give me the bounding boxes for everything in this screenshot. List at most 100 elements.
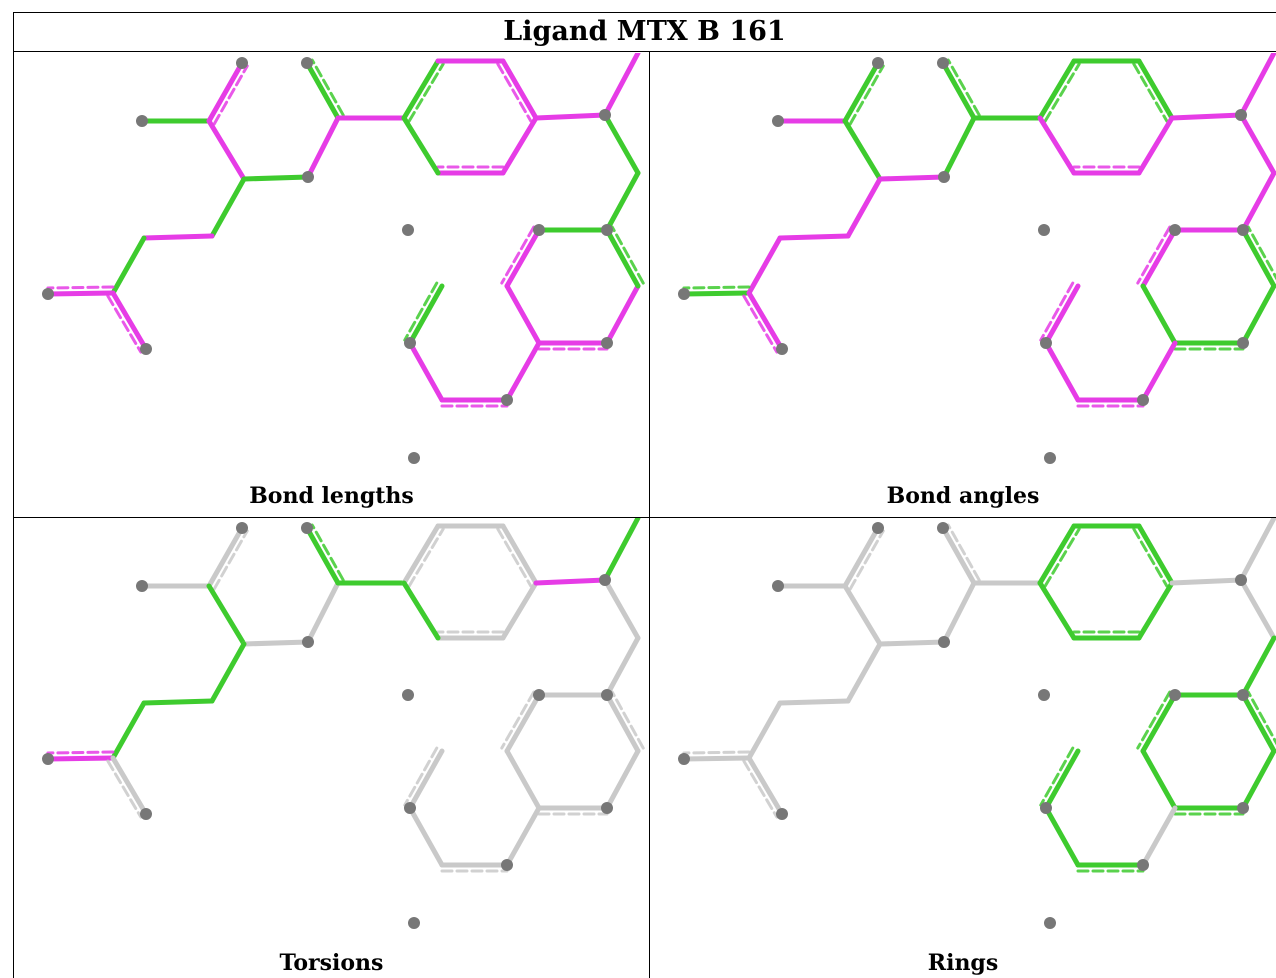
bond-C5-Od bbox=[742, 755, 785, 819]
atom-Ob bbox=[872, 57, 884, 69]
atom-Oa bbox=[136, 115, 148, 127]
atom-Od bbox=[776, 343, 788, 355]
atom-Oa bbox=[772, 580, 784, 592]
bond-Q8-Q9 bbox=[439, 397, 510, 408]
bond-Q9-Q3 bbox=[1140, 340, 1178, 403]
atom-Ob bbox=[236, 522, 248, 534]
bond-Q8-Q9 bbox=[1075, 397, 1146, 408]
caption-bond-lengths: Bond lengths bbox=[249, 483, 414, 509]
bond-R1-R2 bbox=[401, 58, 445, 123]
bond-C2-N1 bbox=[241, 639, 311, 647]
bond-Q4-Q5 bbox=[1240, 283, 1276, 346]
bond-Q5-N2 bbox=[604, 690, 645, 754]
atom-Q1 bbox=[1169, 689, 1181, 701]
bond-C8-N2 bbox=[1240, 170, 1276, 233]
atom-Q7 bbox=[1040, 802, 1052, 814]
bond-C5-Oc bbox=[681, 285, 752, 297]
atom-N2 bbox=[1237, 689, 1249, 701]
bond-Q1-Q2 bbox=[1136, 225, 1178, 289]
bond-C1-C2 bbox=[206, 583, 247, 647]
bond-Q9-Q3 bbox=[504, 340, 542, 403]
molecule-torsions bbox=[42, 518, 645, 929]
bond-Q3-Q4 bbox=[536, 805, 610, 816]
bond-C3-C4 bbox=[777, 698, 851, 706]
bond-C2-C3 bbox=[209, 641, 247, 704]
bond-Q4-Q5 bbox=[604, 748, 641, 811]
bond-R1-R2 bbox=[401, 523, 445, 588]
bond-Q7-Q8 bbox=[407, 805, 445, 868]
atom-Oa bbox=[136, 580, 148, 592]
table-frame bbox=[13, 12, 1276, 978]
atom-Q1 bbox=[533, 224, 545, 236]
atom-C7 bbox=[1235, 574, 1247, 586]
bond-C7-C8 bbox=[602, 112, 641, 176]
bond-Q3-Q4 bbox=[1172, 805, 1246, 816]
bond-C2-N1 bbox=[241, 174, 311, 182]
atom-Od bbox=[140, 808, 152, 820]
bond-C2-C3 bbox=[845, 641, 883, 704]
bond-C8-N2 bbox=[604, 170, 641, 233]
bond-C5-Od bbox=[742, 290, 785, 354]
bond-C3-C4 bbox=[777, 233, 851, 241]
atom-Oa bbox=[772, 115, 784, 127]
bond-C7-C8 bbox=[1238, 577, 1276, 641]
bond-C1-Ob bbox=[206, 60, 249, 126]
bond-Q6-Q7 bbox=[403, 746, 445, 811]
atom-N1 bbox=[302, 636, 314, 648]
bond-C1-Ob bbox=[206, 525, 249, 591]
atom-Oe bbox=[937, 522, 949, 534]
bond-C4-C5 bbox=[110, 235, 147, 296]
bond-Q7-Q8 bbox=[1043, 805, 1081, 868]
bond-R4-C7 bbox=[533, 112, 608, 121]
bond-C2-C3 bbox=[209, 176, 247, 239]
bond-R1-R2 bbox=[1037, 58, 1081, 123]
atom-Q7 bbox=[1040, 337, 1052, 349]
bond-C1-Ob bbox=[842, 60, 885, 126]
atom-Nb bbox=[1044, 452, 1056, 464]
bond-R4-C7 bbox=[1169, 577, 1244, 586]
bond-Q2-Q3 bbox=[504, 283, 542, 346]
bond-C7-Me bbox=[1238, 53, 1276, 118]
bond-R3-R4 bbox=[496, 58, 539, 123]
bond-N1-C6 bbox=[941, 115, 977, 180]
bond-C8-N2 bbox=[604, 635, 641, 698]
atom-Q4 bbox=[1237, 337, 1249, 349]
atom-Na bbox=[402, 224, 414, 236]
bond-Q9-Q3 bbox=[1140, 805, 1178, 868]
bond-C5-Oc bbox=[45, 285, 116, 297]
molecule-rings bbox=[678, 518, 1276, 929]
atom-Q9 bbox=[1137, 394, 1149, 406]
atom-Q9 bbox=[501, 859, 513, 871]
bond-Q2-Q3 bbox=[1140, 283, 1178, 346]
bond-Q6-Q7 bbox=[1039, 746, 1081, 811]
bond-Q7-Q8 bbox=[1043, 340, 1081, 403]
bond-Q1-Q2 bbox=[1136, 690, 1178, 754]
bond-Q5-N2 bbox=[1240, 690, 1276, 754]
figure-title: Ligand MTX B 161 bbox=[13, 12, 1276, 52]
row-divider bbox=[13, 517, 1276, 518]
molecule-bond-lengths bbox=[42, 53, 645, 464]
bond-Q6-Q7 bbox=[1039, 281, 1081, 346]
atom-Q7 bbox=[404, 802, 416, 814]
bond-Q2-Q3 bbox=[1140, 748, 1178, 811]
atom-Q9 bbox=[501, 394, 513, 406]
bond-C3-C4 bbox=[141, 698, 215, 706]
bond-Q5-N2 bbox=[604, 225, 645, 289]
bond-R4-R5 bbox=[500, 115, 539, 176]
bond-R3-R4 bbox=[1132, 58, 1175, 123]
bond-Q4-Q5 bbox=[1240, 748, 1276, 811]
bond-C1-C2 bbox=[842, 583, 883, 647]
bond-C2-C3 bbox=[845, 176, 883, 239]
atom-Na bbox=[402, 689, 414, 701]
bond-Q3-Q4 bbox=[1172, 340, 1246, 351]
atom-Oe bbox=[301, 522, 313, 534]
atom-Q4 bbox=[601, 802, 613, 814]
atom-Q7 bbox=[404, 337, 416, 349]
bond-C4-C5 bbox=[746, 235, 783, 296]
bond-R6-R1 bbox=[401, 580, 441, 641]
atom-Nb bbox=[1044, 917, 1056, 929]
bond-R4-R5 bbox=[500, 580, 539, 641]
bond-Q1-Q2 bbox=[500, 690, 542, 754]
atom-Nb bbox=[408, 917, 420, 929]
bond-C4-C5 bbox=[110, 700, 147, 761]
